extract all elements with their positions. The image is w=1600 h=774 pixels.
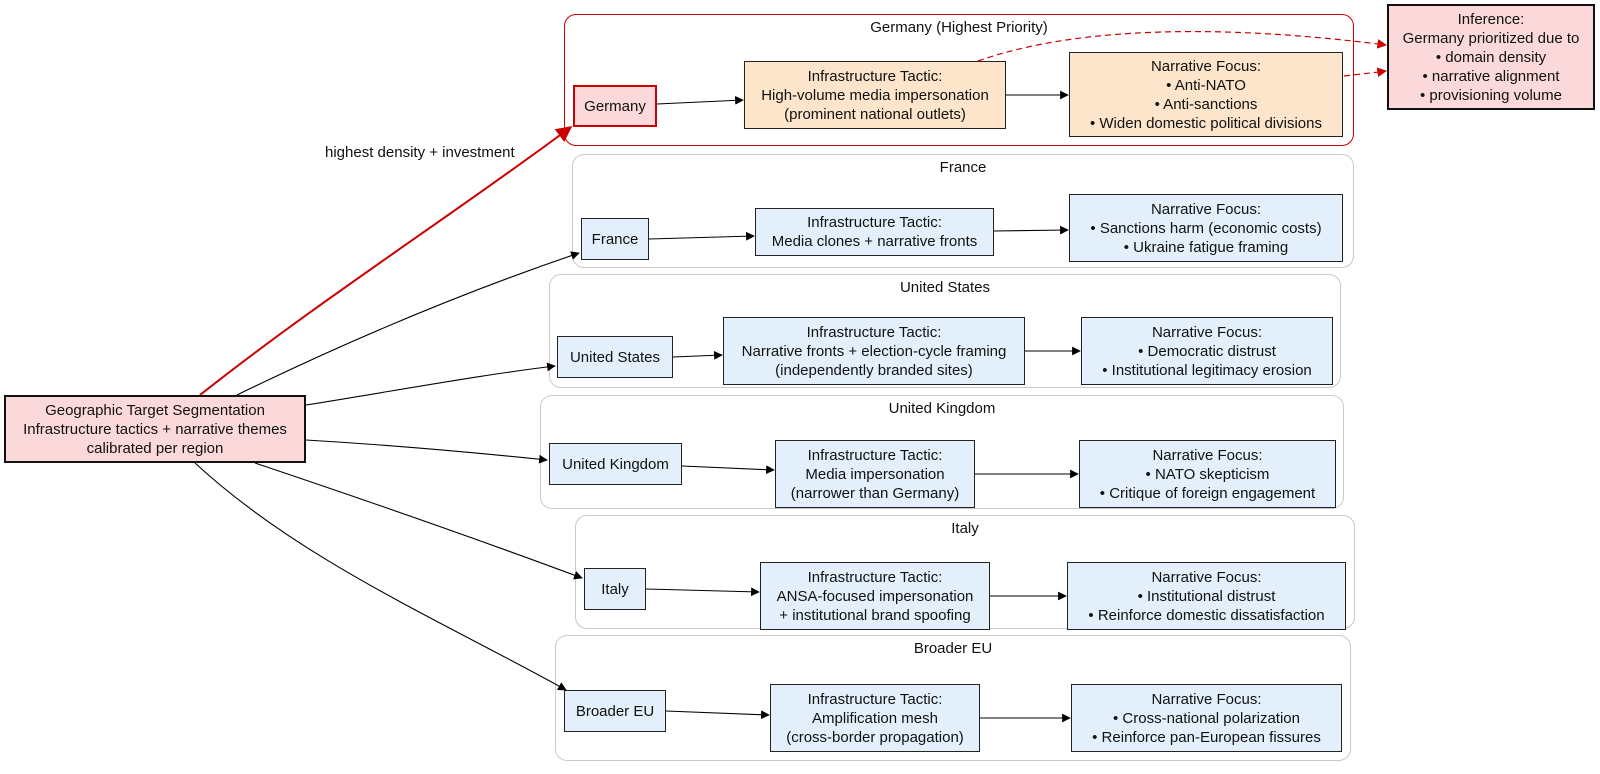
tactic-line: Infrastructure Tactic: bbox=[807, 690, 943, 708]
root-line-1: Geographic Target Segmentation bbox=[45, 401, 265, 419]
focus-node-united-states[interactable]: Narrative Focus: • Democratic distrust •… bbox=[1081, 317, 1333, 385]
focus-line: • Anti-NATO bbox=[1166, 76, 1246, 94]
cluster-title-italy: Italy bbox=[951, 520, 979, 537]
region-node-france[interactable]: France bbox=[581, 218, 649, 260]
tactic-line: Infrastructure Tactic: bbox=[807, 446, 943, 464]
region-node-united-kingdom[interactable]: United Kingdom bbox=[549, 443, 682, 485]
inference-node[interactable]: Inference: Germany prioritized due to • … bbox=[1387, 4, 1595, 110]
focus-node-broader-eu[interactable]: Narrative Focus: • Cross-national polari… bbox=[1071, 684, 1342, 752]
inference-line: Germany prioritized due to bbox=[1402, 29, 1580, 47]
tactic-line: (independently branded sites) bbox=[775, 361, 973, 379]
inference-line: • provisioning volume bbox=[1420, 86, 1562, 104]
root-line-3: calibrated per region bbox=[86, 439, 224, 457]
region-label-germany: Germany bbox=[584, 97, 646, 115]
edge-root-to-united-kingdom bbox=[305, 439, 548, 464]
tactic-line: Narrative fronts + election-cycle framin… bbox=[741, 342, 1007, 360]
focus-line: • Cross-national polarization bbox=[1112, 709, 1300, 727]
region-label-united-kingdom: United Kingdom bbox=[562, 455, 669, 473]
focus-line: • Widen domestic political divisions bbox=[1089, 114, 1322, 132]
focus-node-france[interactable]: Narrative Focus: • Sanctions harm (econo… bbox=[1069, 194, 1343, 262]
tactic-line: (prominent national outlets) bbox=[784, 105, 966, 123]
inference-line: • domain density bbox=[1435, 48, 1547, 66]
focus-line: • Critique of foreign engagement bbox=[1099, 484, 1316, 502]
focus-line: • Ukraine fatigue framing bbox=[1123, 238, 1289, 256]
edge-root-to-germany bbox=[199, 126, 573, 396]
tactic-line: (narrower than Germany) bbox=[790, 484, 960, 502]
tactic-node-united-kingdom[interactable]: Infrastructure Tactic: Media impersonati… bbox=[775, 440, 975, 508]
tactic-line: Media impersonation bbox=[805, 465, 945, 483]
tactic-node-broader-eu[interactable]: Infrastructure Tactic: Amplification mes… bbox=[770, 684, 980, 752]
tactic-line: Infrastructure Tactic: bbox=[807, 214, 942, 231]
edge-root-to-france bbox=[236, 251, 580, 396]
root-node[interactable]: Geographic Target Segmentation Infrastru… bbox=[4, 395, 306, 463]
focus-line: • Anti-sanctions bbox=[1154, 95, 1258, 113]
edge-root-to-italy bbox=[254, 462, 583, 580]
region-node-united-states[interactable]: United States bbox=[557, 336, 673, 378]
tactic-node-germany[interactable]: Infrastructure Tactic: High-volume media… bbox=[744, 61, 1006, 129]
tactic-line: ANSA-focused impersonation bbox=[776, 587, 974, 605]
inference-line: Inference: bbox=[1457, 10, 1525, 28]
tactic-node-france[interactable]: Infrastructure Tactic: Media clones + na… bbox=[755, 208, 994, 256]
focus-node-italy[interactable]: Narrative Focus: • Institutional distrus… bbox=[1067, 562, 1346, 630]
focus-line: Narrative Focus: bbox=[1152, 446, 1263, 464]
tactic-line: Infrastructure Tactic: bbox=[807, 67, 943, 85]
focus-line: Narrative Focus: bbox=[1150, 200, 1262, 218]
edge-root-to-broader-eu bbox=[194, 462, 567, 691]
tactic-line: Infrastructure Tactic: bbox=[806, 323, 942, 341]
focus-node-germany[interactable]: Narrative Focus: • Anti-NATO • Anti-sanc… bbox=[1069, 52, 1343, 137]
inference-line: • narrative alignment bbox=[1422, 67, 1560, 85]
region-node-broader-eu[interactable]: Broader EU bbox=[564, 690, 666, 732]
focus-line: • NATO skepticism bbox=[1145, 465, 1270, 483]
focus-line: • Reinforce pan-European fissures bbox=[1092, 728, 1321, 746]
tactic-node-united-states[interactable]: Infrastructure Tactic: Narrative fronts … bbox=[723, 317, 1025, 385]
cluster-title-germany: Germany (Highest Priority) bbox=[870, 19, 1048, 36]
tactic-line: Amplification mesh bbox=[812, 709, 938, 727]
cluster-title-broader-eu: Broader EU bbox=[913, 640, 993, 657]
tactic-line: High-volume media impersonation bbox=[761, 86, 989, 104]
tactic-line: Infrastructure Tactic: bbox=[807, 568, 943, 586]
region-label-italy: Italy bbox=[601, 580, 629, 598]
focus-line: • Reinforce domestic dissatisfaction bbox=[1088, 606, 1325, 624]
cluster-title-united-kingdom: United Kingdom bbox=[888, 400, 996, 417]
root-line-2: Infrastructure tactics + narrative theme… bbox=[23, 420, 287, 438]
tactic-line: (cross-border propagation) bbox=[786, 728, 964, 746]
tactic-node-italy[interactable]: Infrastructure Tactic: ANSA-focused impe… bbox=[760, 562, 990, 630]
focus-line: Narrative Focus: bbox=[1150, 57, 1262, 75]
focus-node-united-kingdom[interactable]: Narrative Focus: • NATO skepticism • Cri… bbox=[1079, 440, 1336, 508]
tactic-line: + institutional brand spoofing bbox=[779, 606, 971, 624]
region-label-united-states: United States bbox=[569, 348, 661, 366]
focus-line: • Institutional legitimacy erosion bbox=[1102, 361, 1312, 379]
edge-root-to-united-states bbox=[305, 362, 556, 406]
focus-line: Narrative Focus: bbox=[1151, 690, 1262, 708]
region-label-france: France bbox=[591, 230, 639, 248]
focus-line: • Institutional distrust bbox=[1137, 587, 1276, 605]
region-label-broader-eu: Broader EU bbox=[575, 702, 655, 720]
region-node-germany[interactable]: Germany bbox=[573, 85, 657, 127]
region-node-italy[interactable]: Italy bbox=[584, 568, 646, 610]
focus-line: Narrative Focus: bbox=[1151, 323, 1263, 341]
edge-label-germany: highest density + investment bbox=[325, 144, 515, 161]
tactic-line: Media clones + narrative fronts bbox=[771, 233, 978, 250]
cluster-title-united-states: United States bbox=[899, 279, 991, 296]
focus-line: • Democratic distrust bbox=[1138, 342, 1276, 360]
focus-line: Narrative Focus: bbox=[1151, 568, 1262, 586]
cluster-title-france: France bbox=[939, 159, 987, 176]
focus-line: • Sanctions harm (economic costs) bbox=[1090, 219, 1322, 237]
